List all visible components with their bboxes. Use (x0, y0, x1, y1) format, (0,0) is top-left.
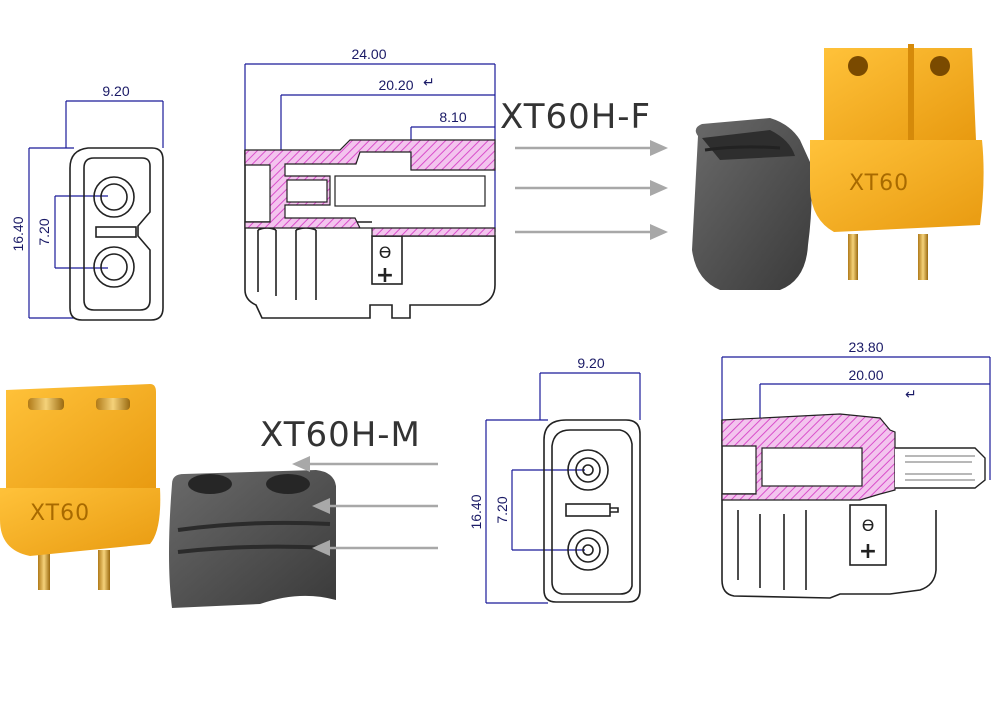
male-front-view: 9.20 16.40 7.20 (468, 355, 641, 604)
female-front-pitch-label: 7.20 (36, 218, 52, 245)
male-side-dimension-lines (721, 356, 991, 490)
male-side-section (721, 413, 986, 501)
male-side-plus-glyph: + (859, 539, 877, 564)
female-front-width-label: 9.20 (102, 83, 129, 99)
female-photo-brand-text: XT60 (849, 171, 909, 196)
female-side-section (244, 139, 496, 237)
female-cover-photo (692, 118, 812, 290)
male-front-height-label: 16.40 (468, 494, 484, 529)
female-side-body-length-label: 20.20 (378, 77, 413, 93)
male-title: XT60H-M (260, 415, 421, 455)
male-side-view: 23.80 20.00 ↵ Ɵ + (721, 339, 991, 599)
female-connector-photo: XT60 (810, 44, 984, 280)
male-front-housing (543, 419, 641, 603)
male-connector-photo: XT60 (0, 384, 161, 590)
female-side-overall-length-label: 24.00 (351, 46, 386, 62)
male-side-return-glyph: ↵ (905, 386, 917, 402)
female-title: XT60H-F (500, 97, 651, 137)
male-arrows (292, 456, 438, 556)
female-side-plus-glyph: + (376, 263, 394, 288)
male-cover-photo (169, 470, 336, 608)
male-side-minus-glyph: Ɵ (862, 516, 875, 535)
female-front-dimension-lines (28, 100, 164, 319)
female-front-view: 9.20 16.40 7.20 (10, 83, 164, 321)
male-side-body-length-label: 20.00 (848, 367, 883, 383)
female-front-housing (69, 147, 164, 321)
female-side-return-glyph: ↵ (423, 74, 435, 90)
female-front-height-label: 16.40 (10, 216, 26, 251)
female-side-view: 24.00 20.20 ↵ 8.10 Ɵ + (244, 46, 496, 319)
female-arrows (515, 140, 668, 240)
female-side-minus-glyph: Ɵ (379, 243, 392, 262)
male-front-pitch-label: 7.20 (494, 496, 510, 523)
male-front-width-label: 9.20 (577, 355, 604, 371)
male-side-overall-length-label: 23.80 (848, 339, 883, 355)
male-photo-brand-text: XT60 (30, 501, 90, 526)
female-side-pin-length-label: 8.10 (439, 109, 466, 125)
male-front-dimension-lines (485, 372, 641, 604)
